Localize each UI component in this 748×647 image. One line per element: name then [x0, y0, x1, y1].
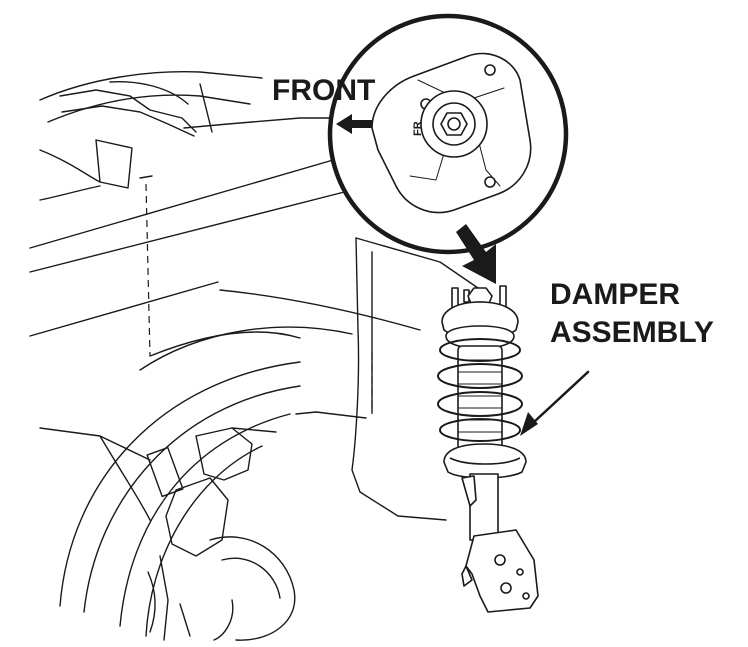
steering-knuckle-and-hub	[146, 427, 296, 641]
front-label: FRONT	[272, 74, 375, 107]
inset-pointer-arrow	[456, 224, 496, 284]
detail-inset	[327, 13, 569, 255]
damper-assembly	[437, 285, 539, 613]
wheel-arch	[39, 361, 301, 637]
fender-panel	[139, 237, 479, 521]
front-direction-arrow	[336, 114, 372, 134]
inset-ring	[327, 13, 569, 255]
damper-pointer-arrow	[520, 370, 590, 436]
vehicle-body-outline	[29, 71, 421, 357]
damper-assembly-label-line2: ASSEMBLY	[550, 316, 714, 349]
fr-marking-label: FR	[412, 121, 424, 136]
damper-assembly-label-line1: DAMPER	[550, 278, 680, 311]
